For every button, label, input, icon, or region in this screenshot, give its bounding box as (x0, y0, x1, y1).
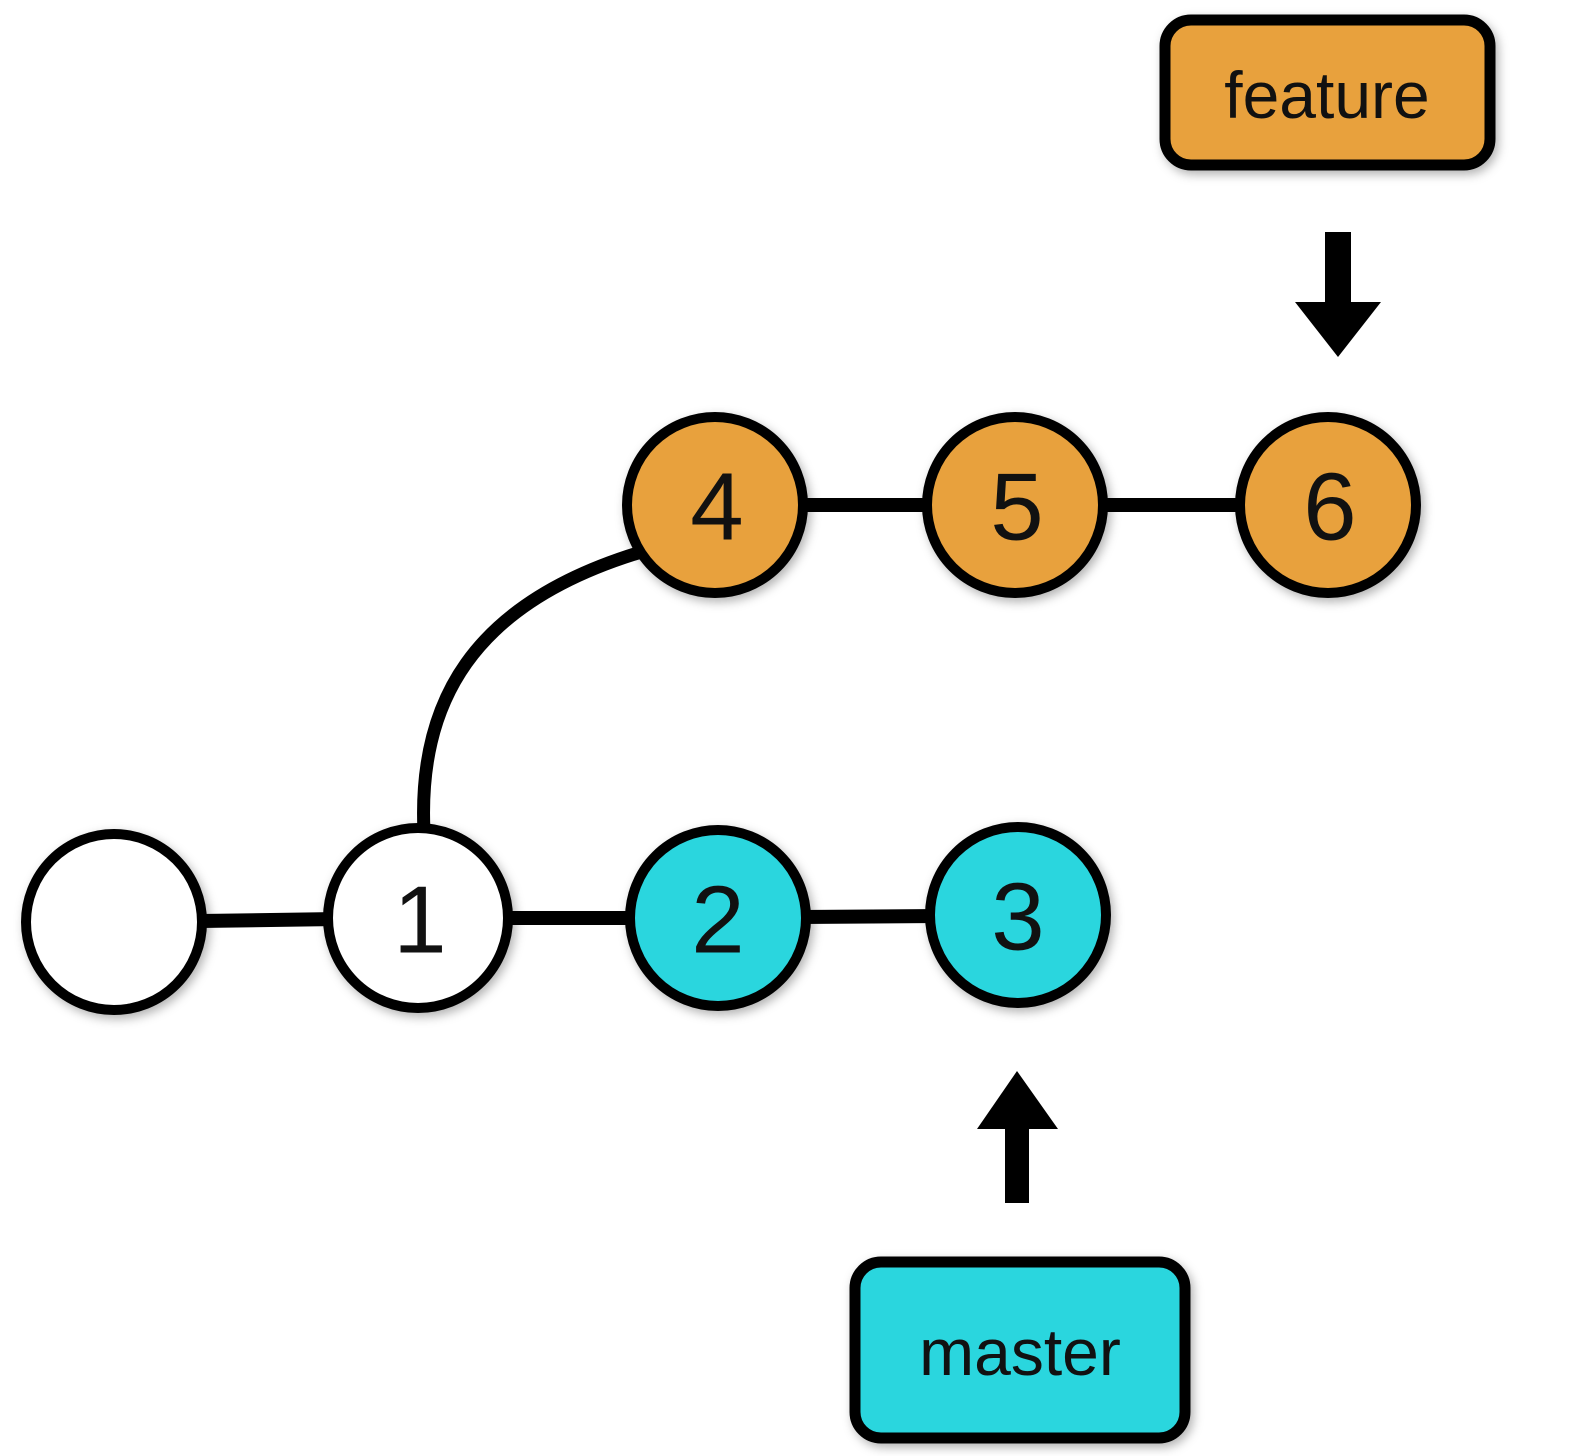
commit-node-root[interactable] (21, 829, 207, 1015)
commit-label: 1 (393, 867, 446, 974)
branch-label-box[interactable] (1159, 14, 1496, 171)
commit-label: 2 (691, 867, 744, 974)
commit-label: 6 (1303, 454, 1356, 561)
commit-node-3[interactable]: 3 (925, 822, 1111, 1008)
arrow-shaft (1005, 1125, 1029, 1203)
commit-node-4[interactable]: 4 (622, 412, 808, 598)
arrow-head-down (1295, 302, 1381, 357)
commit-circle[interactable] (1235, 412, 1421, 598)
commit-node-2[interactable]: 2 (625, 825, 811, 1011)
commit-node-6[interactable]: 6 (1235, 412, 1421, 598)
commit-label: 4 (690, 454, 743, 561)
edge-root-to-1 (199, 912, 339, 928)
commit-label: 3 (991, 864, 1044, 971)
commit-circle[interactable] (21, 829, 207, 1015)
branch-label-name: master (919, 1315, 1121, 1389)
commit-node-1[interactable]: 1 (323, 823, 513, 1013)
branch-label-name: feature (1224, 58, 1429, 132)
master-branch-label[interactable]: master (849, 1256, 1191, 1444)
arrow-head-up (977, 1071, 1058, 1129)
commit-circle[interactable] (323, 823, 513, 1013)
commit-circle[interactable] (925, 822, 1111, 1008)
commit-circle[interactable] (622, 412, 808, 598)
feature-branch-arrow (1295, 232, 1381, 357)
arrow-shaft (1325, 232, 1351, 304)
commit-circle[interactable] (625, 825, 811, 1011)
edge-layer (199, 498, 1248, 928)
branch-label-box[interactable] (849, 1256, 1191, 1444)
feature-branch-label[interactable]: feature (1159, 14, 1496, 171)
master-branch-arrow (977, 1071, 1058, 1203)
commit-node-5[interactable]: 5 (922, 412, 1108, 598)
commit-label: 5 (990, 454, 1043, 561)
edge-2-to-3 (799, 909, 941, 924)
commit-circle[interactable] (922, 412, 1108, 598)
edge-1-to-4-branch-curve (417, 543, 655, 839)
